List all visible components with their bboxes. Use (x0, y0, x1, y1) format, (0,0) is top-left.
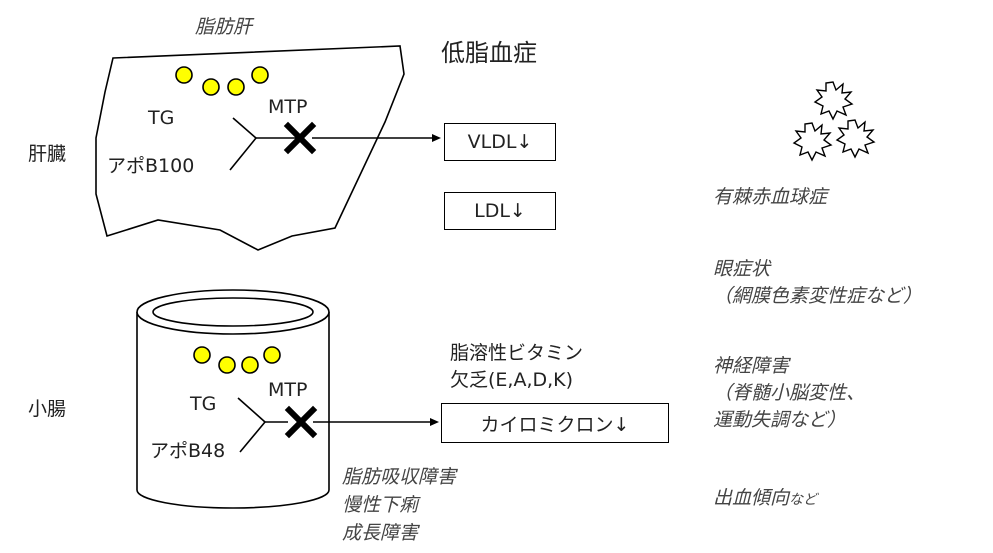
vldl-box: VLDL↓ (444, 123, 556, 161)
acanthocyte-icon (792, 81, 876, 162)
liver-lipid-droplets (175, 66, 269, 96)
intestine-cylinder (136, 289, 330, 509)
organ-label-intestine: 小腸 (28, 398, 67, 420)
symptom-neuro-detail-2: 運動失調など） (713, 409, 847, 431)
symptom-eye: 眼症状 (713, 258, 771, 280)
liver-apo-label: アポB100 (107, 155, 195, 177)
intestine-fork (237, 397, 288, 453)
chylomicron-box: カイロミクロン↓ (441, 403, 669, 443)
intestine-lipid-droplets (193, 346, 281, 374)
lipid-droplet (251, 66, 269, 84)
fat-soluble-vitamin-label: 脂溶性ビタミン (450, 342, 584, 364)
lipid-droplet (218, 356, 236, 374)
lipid-droplet (241, 356, 259, 374)
lipid-droplet (193, 346, 211, 364)
liver-outline (95, 45, 405, 251)
liver-mtp-block-icon (283, 121, 317, 155)
fatty-liver-caption: 脂肪肝 (195, 16, 253, 38)
intestine-mtp-label: MTP (268, 379, 308, 401)
intestine-tg-label: TG (190, 393, 217, 415)
lipid-droplet (263, 346, 281, 364)
symptom-bleeding-suffix: など (789, 492, 818, 508)
hypolipidemia-header: 低脂血症 (441, 39, 537, 67)
symptom-acanthocytosis: 有棘赤血球症 (713, 186, 828, 208)
intestine-mtp-block-icon (284, 405, 318, 439)
symptom-eye-detail: （網膜色素変性症など） (713, 285, 923, 307)
organ-label-liver: 肝臓 (28, 143, 67, 165)
liver-fork (229, 117, 302, 171)
liver-tg-label: TG (148, 107, 175, 129)
symptom-bleeding-main: 出血傾向 (713, 487, 790, 509)
lipid-droplet (227, 78, 245, 96)
symptom-bleeding: 出血傾向など (713, 487, 817, 511)
lipid-droplet (175, 66, 193, 84)
symptom-neuro-detail-1: （脊髄小脳変性、 (713, 382, 866, 404)
gi-symptom-malabsorption: 脂肪吸収障害 (342, 466, 457, 488)
symptom-neuro: 神経障害 (713, 355, 790, 377)
gi-symptom-growth: 成長障害 (342, 522, 419, 544)
intestine-arrow (313, 418, 439, 426)
vitamin-deficiency-label: 欠乏(E,A,D,K) (450, 369, 574, 391)
lipid-droplet (202, 78, 220, 96)
liver-arrow (312, 134, 441, 142)
liver-mtp-label: MTP (268, 96, 308, 118)
intestine-apo-label: アポB48 (150, 440, 226, 462)
gi-symptom-diarrhea: 慢性下痢 (342, 494, 419, 516)
ldl-box: LDL↓ (444, 192, 556, 230)
